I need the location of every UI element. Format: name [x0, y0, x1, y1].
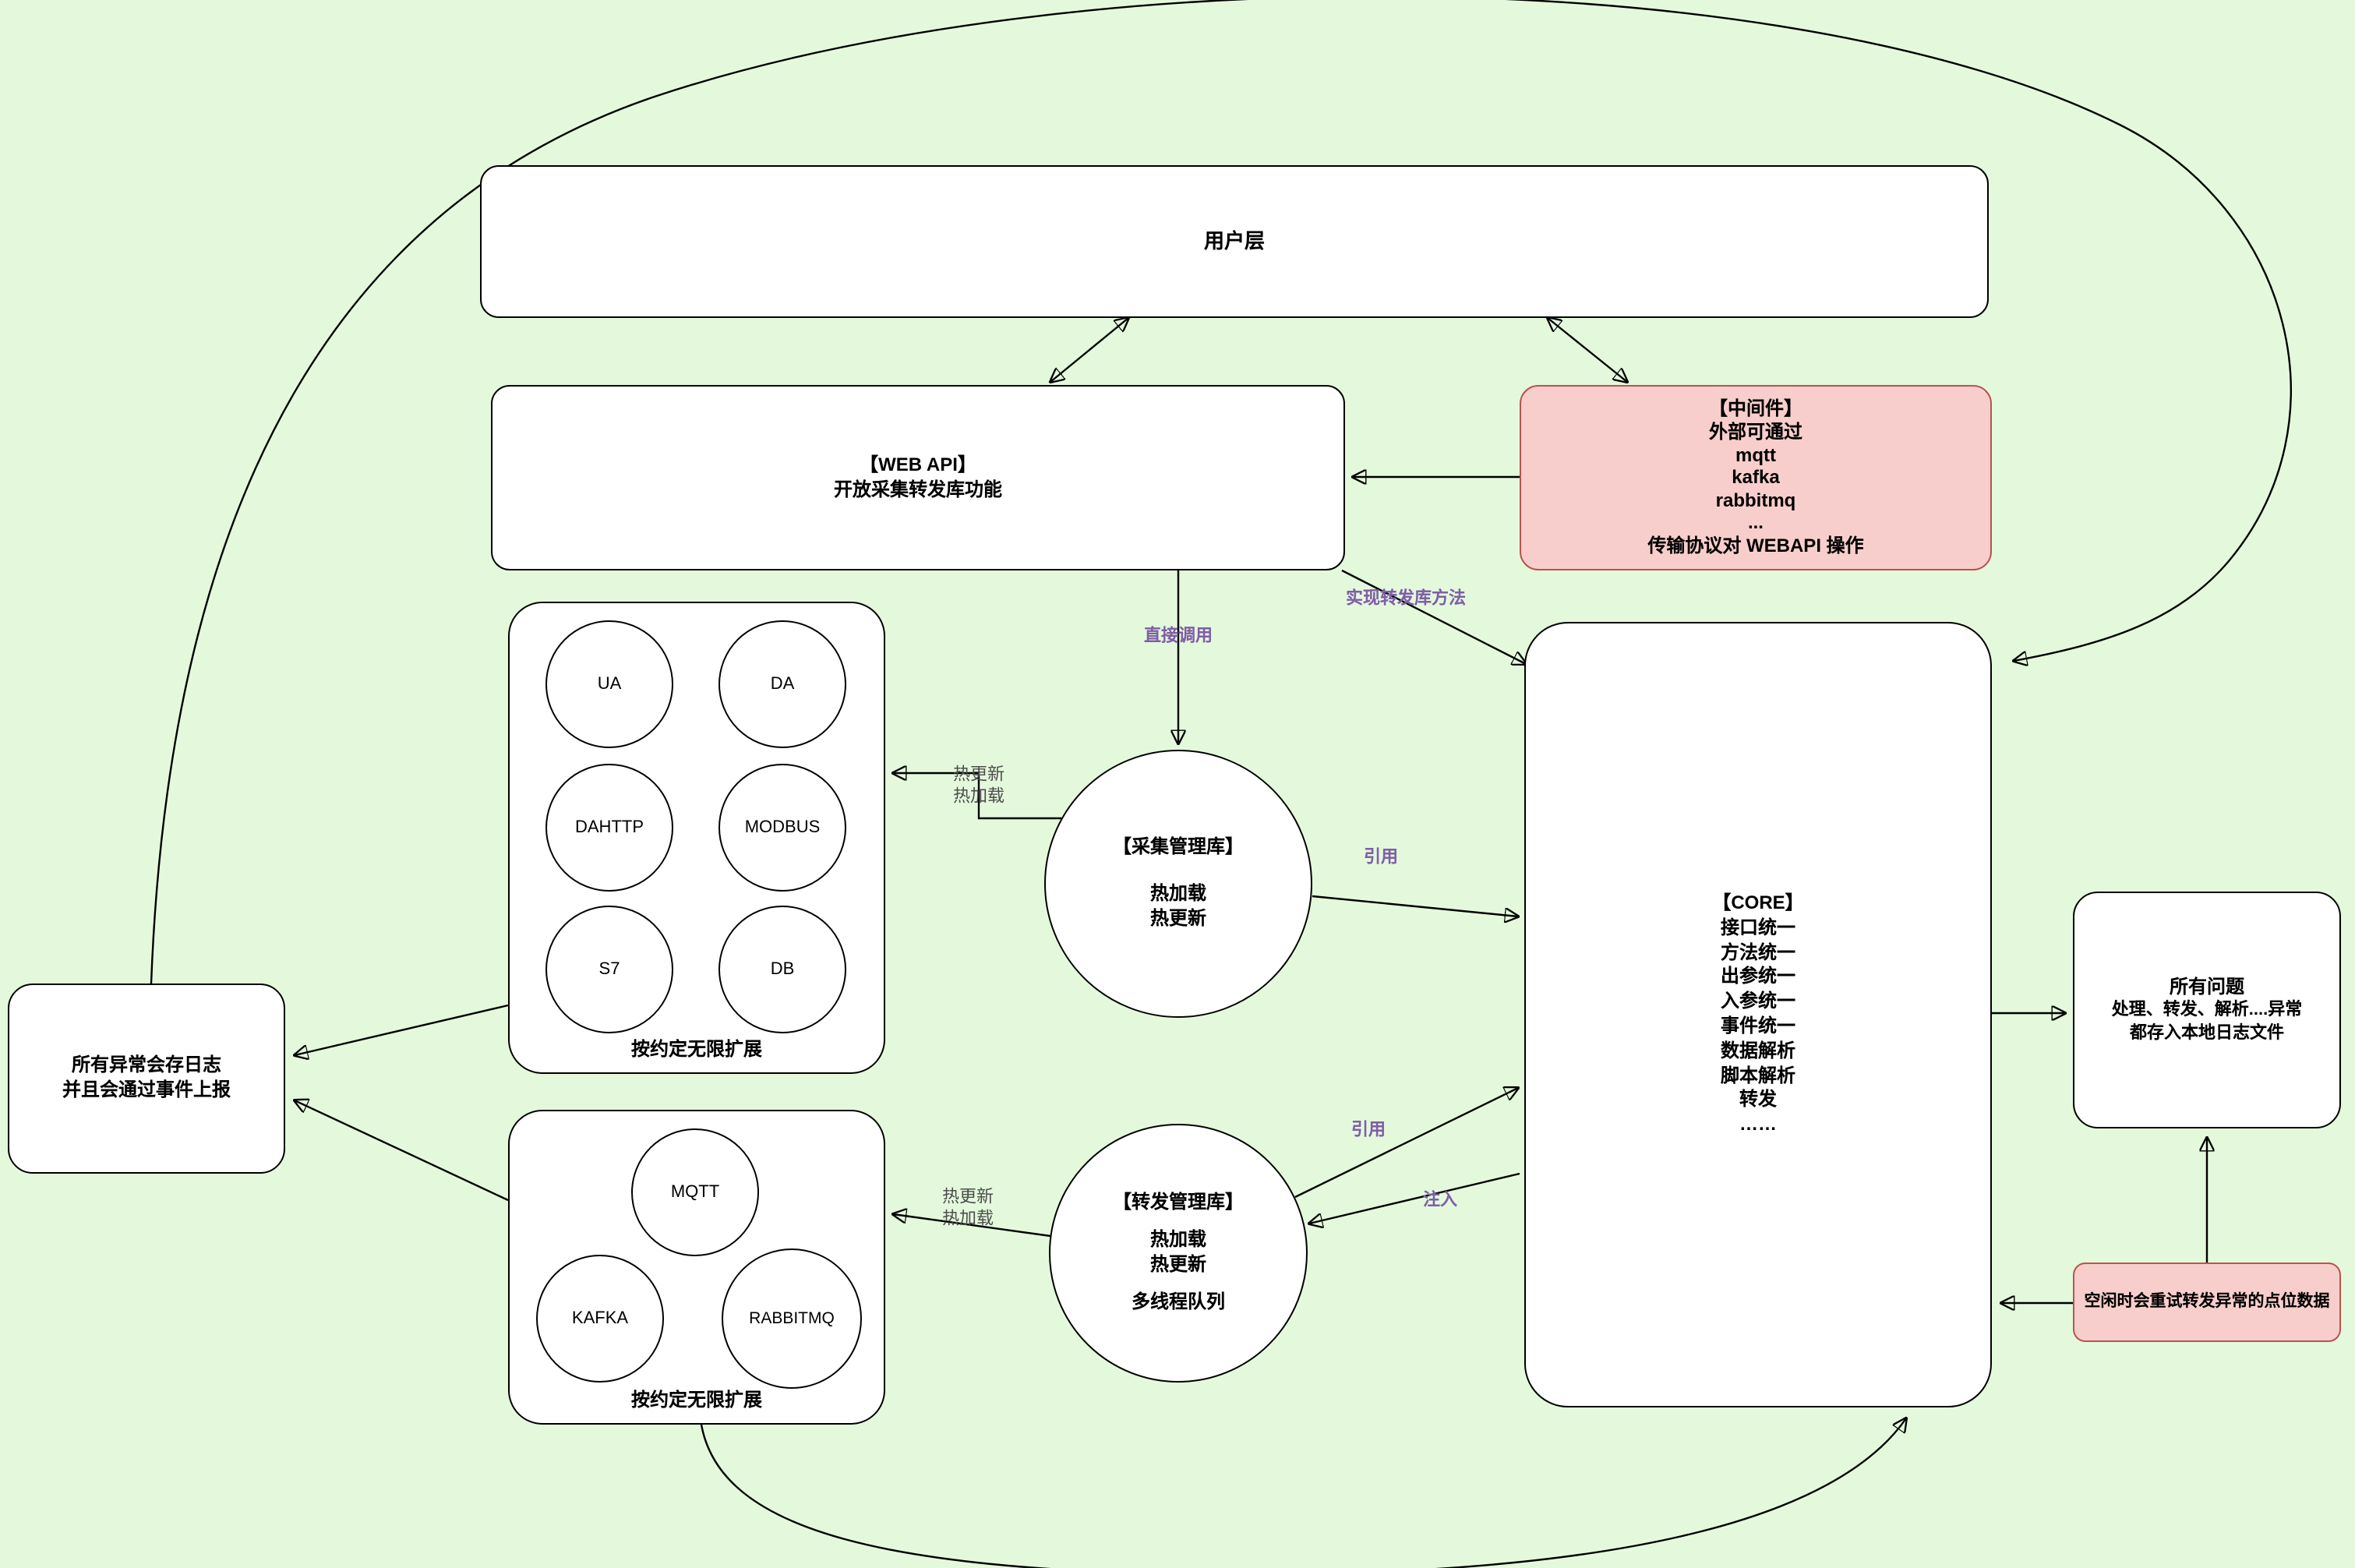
user-layer-label: 用户层	[1203, 229, 1265, 253]
edge-label-hot-2: 热更新 热加载	[942, 1188, 994, 1231]
core-node: 【CORE】 接口统一 方法统一 出参统一 入参统一 事件统一 数据解析 脚本解…	[1524, 622, 1992, 1407]
edge-label-direct-call: 直接调用	[1144, 627, 1213, 646]
core-line: 方法统一	[1720, 941, 1795, 963]
edge-label-hot-load-1: 热加载	[953, 787, 1004, 806]
edge-forwardlib-core	[1294, 1088, 1518, 1199]
issues-line: 处理、转发、解析....异常	[2111, 1001, 2303, 1020]
web-api-title: 【WEB API】	[860, 453, 976, 475]
forward-protocols-group: MQTT KAFKA RABBITMQ 按约定无限扩展	[508, 1110, 885, 1425]
edge-forwardgroup-logbox	[295, 1100, 509, 1202]
web-api-node: 【WEB API】 开放采集转发库功能	[491, 385, 1345, 570]
edge-label-impl-forward: 实现转发库方法	[1346, 589, 1466, 609]
collect-protocols-group: UA DA DAHTTP MODBUS S7 DB 按约定无限扩展	[508, 602, 885, 1074]
forward-lib-footer: 多线程队列	[1131, 1290, 1225, 1312]
core-line: 接口统一	[1720, 916, 1795, 938]
edge-collectlib-core	[1312, 895, 1518, 916]
protocol-circle-db: DB	[719, 906, 846, 1033]
protocol-circle-dahttp: DAHTTP	[545, 764, 673, 892]
web-api-subtitle: 开放采集转发库功能	[833, 478, 1002, 500]
protocol-circle-ua: UA	[545, 620, 673, 748]
middleware-line: mqtt	[1735, 443, 1776, 466]
edge-label-ref-forward: 引用	[1351, 1121, 1386, 1140]
retry-box-node: 空闲时会重试转发异常的点位数据	[2073, 1263, 2341, 1342]
issues-box-node: 所有问题 处理、转发、解析....异常 都存入本地日志文件	[2073, 892, 2341, 1128]
collect-lib-title: 【采集管理库】	[1112, 835, 1244, 858]
collect-lib-node: 【采集管理库】 热加载 热更新	[1044, 750, 1312, 1018]
protocol-circle-mqtt: MQTT	[631, 1128, 759, 1256]
protocol-circle-da: DA	[719, 620, 846, 748]
log-box-node: 所有异常会存日志 并且会通过事件上报	[8, 984, 285, 1174]
issues-line: 都存入本地日志文件	[2130, 1023, 2284, 1043]
core-line: 出参统一	[1720, 965, 1795, 987]
log-line: 并且会通过事件上报	[62, 1079, 231, 1100]
retry-label: 空闲时会重试转发异常的点位数据	[2084, 1291, 2330, 1311]
edge-core-forwardlib	[1309, 1172, 1520, 1224]
collect-lib-line: 热加载	[1149, 882, 1206, 905]
user-layer-node: 用户层	[480, 165, 1989, 318]
edge-webapi-core	[1341, 569, 1526, 664]
middleware-line: 【中间件】	[1708, 397, 1802, 420]
collect-lib-line: 热更新	[1149, 906, 1206, 929]
core-line: 脚本解析	[1720, 1064, 1795, 1086]
log-line: 所有异常会存日志	[71, 1054, 221, 1076]
protocol-circle-rabbitmq: RABBITMQ	[722, 1248, 862, 1389]
forward-lib-line: 热更新	[1149, 1253, 1206, 1275]
forward-group-caption: 按约定无限扩展	[630, 1389, 762, 1411]
issues-line: 所有问题	[2169, 975, 2244, 998]
edge-userlayer-middleware	[1548, 318, 1627, 382]
middleware-line: kafka	[1732, 466, 1780, 489]
middleware-line: 传输协议对 WEBAPI 操作	[1647, 535, 1864, 557]
edge-label-hot-load-2: 热加载	[942, 1210, 994, 1228]
middleware-line: rabbitmq	[1715, 489, 1796, 511]
protocol-circle-kafka: KAFKA	[536, 1255, 664, 1383]
protocol-circle-modbus: MODBUS	[719, 764, 846, 892]
core-line: 转发	[1739, 1088, 1777, 1111]
forward-lib-node: 【转发管理库】 热加载 热更新 多线程队列	[1049, 1124, 1308, 1383]
edge-forwardgroup-loop-core	[700, 1418, 1906, 1568]
core-line: 【CORE】	[1712, 891, 1804, 913]
protocol-circle-s7: S7	[545, 906, 673, 1033]
forward-lib-title: 【转发管理库】	[1112, 1191, 1244, 1213]
edge-userlayer-webapi	[1050, 318, 1128, 382]
core-line: 事件统一	[1720, 1015, 1795, 1037]
edge-label-hot-update-2: 热更新	[942, 1188, 994, 1207]
middleware-line: ...	[1747, 511, 1764, 534]
forward-lib-line: 热加载	[1149, 1228, 1206, 1251]
edge-label-inject: 注入	[1423, 1191, 1457, 1210]
core-line: 入参统一	[1720, 990, 1795, 1012]
core-line: ……	[1739, 1113, 1777, 1135]
middleware-node: 【中间件】 外部可通过 mqtt kafka rabbitmq ... 传输协议…	[1520, 385, 1992, 570]
collect-group-caption: 按约定无限扩展	[630, 1038, 762, 1060]
edge-label-hot-update-1: 热更新	[953, 765, 1004, 785]
middleware-line: 外部可通过	[1708, 420, 1802, 443]
edge-label-ref-collect: 引用	[1364, 848, 1398, 867]
core-line: 数据解析	[1720, 1039, 1795, 1061]
edge-label-hot-1: 热更新 热加载	[953, 766, 1004, 809]
edge-collectgroup-logbox	[295, 1004, 509, 1055]
